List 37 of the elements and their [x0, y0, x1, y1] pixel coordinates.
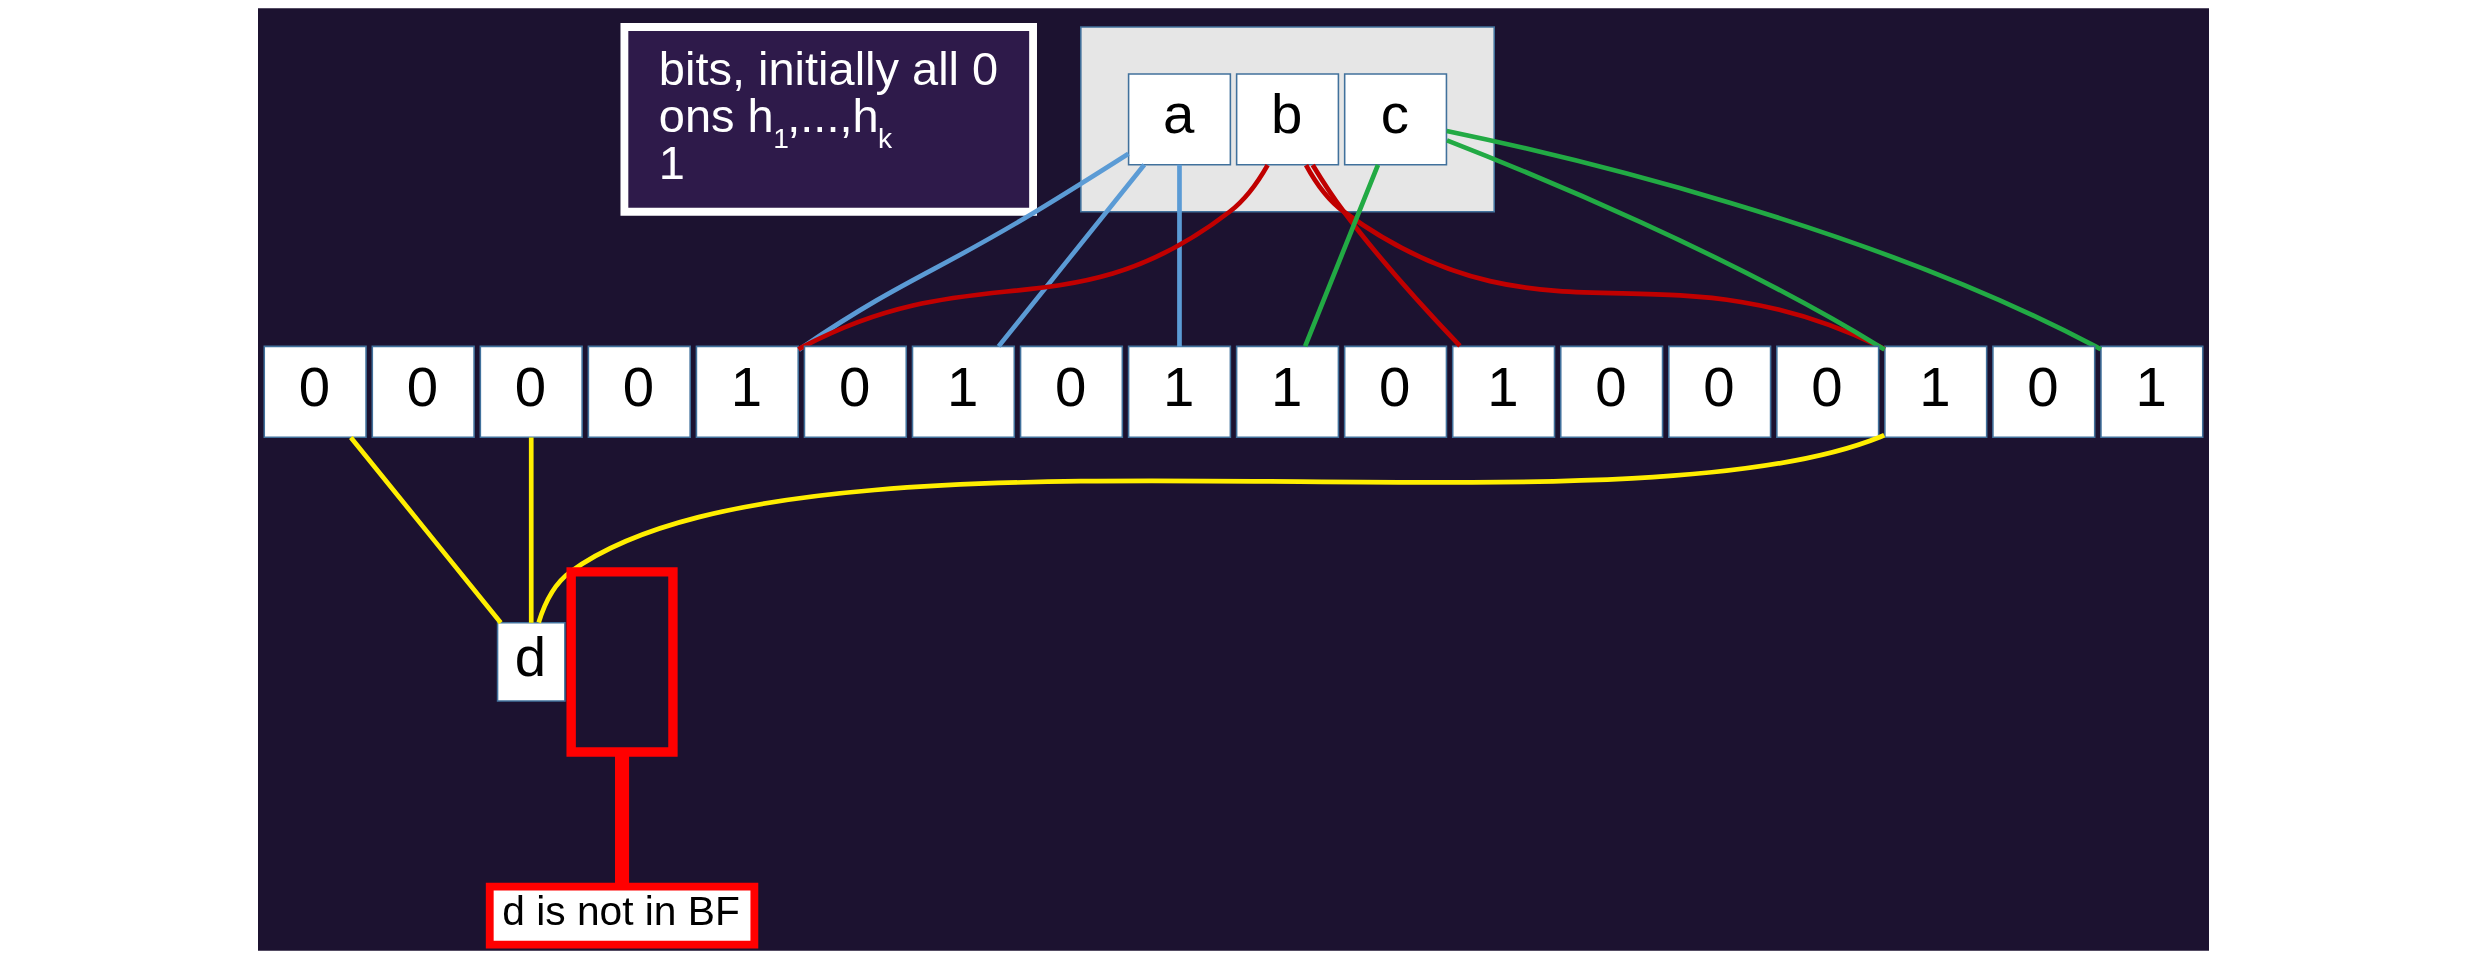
connector — [1310, 163, 1462, 348]
node-box: 0 — [1019, 345, 1124, 438]
node-box: a — [1127, 73, 1232, 166]
connector — [1446, 138, 1886, 352]
node-box: 0 — [1776, 345, 1880, 438]
node-box: 0 — [1668, 345, 1772, 438]
connector — [996, 163, 1147, 348]
connector — [536, 432, 1885, 624]
node-box: 0 — [1992, 345, 2096, 438]
node-box: 1 — [1127, 345, 1232, 438]
node-box: 1 — [2100, 345, 2204, 438]
node-box: bits, initially all 0 ons h$_{1}$,...,h$_{k}$ 1 — [620, 23, 1037, 216]
node-box: d is not in BF — [485, 882, 759, 949]
node-box: 1 — [911, 345, 1016, 438]
node-box: 0 — [587, 345, 691, 438]
connector — [797, 151, 1130, 352]
node-box: c — [1343, 73, 1448, 166]
node-box: 1 — [1451, 345, 1556, 438]
node-box: 0 — [479, 345, 583, 438]
connector — [349, 436, 503, 625]
node-box — [566, 567, 678, 757]
node-box: 1 — [1884, 345, 1988, 438]
connector — [1302, 163, 1381, 348]
cluster — [1080, 26, 1495, 213]
node-box: 0 — [263, 345, 367, 438]
connector — [1446, 128, 2102, 352]
node-box: 1 — [1235, 345, 1340, 438]
connector — [528, 437, 534, 623]
node-box: b — [1235, 73, 1340, 166]
connector — [1177, 164, 1182, 347]
node-box: 1 — [695, 345, 799, 438]
connector — [797, 163, 1270, 352]
node-box: 0 — [1559, 345, 1664, 438]
node-box: 0 — [803, 345, 908, 438]
node-box: d — [496, 622, 566, 702]
node-box: 0 — [371, 345, 475, 438]
node-box: 0 — [1343, 345, 1448, 438]
